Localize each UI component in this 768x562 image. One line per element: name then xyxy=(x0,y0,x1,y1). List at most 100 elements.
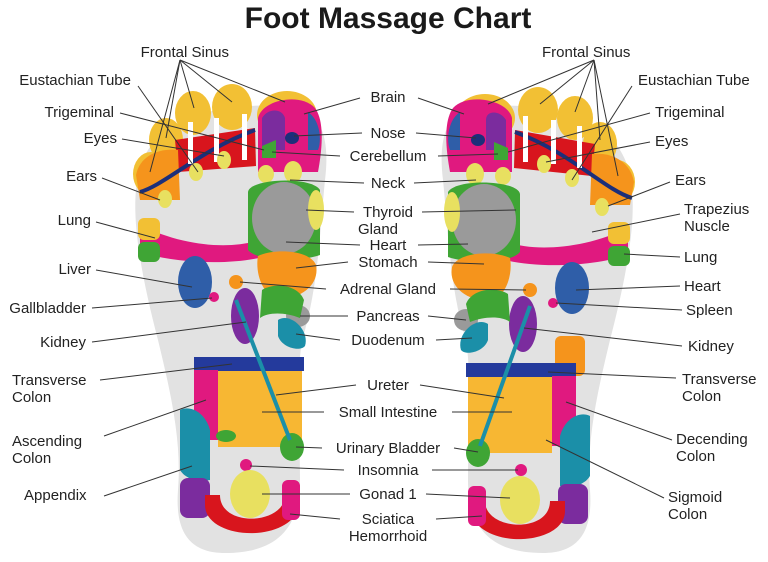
right-toe-cut-1 xyxy=(577,126,582,168)
left-toe-spot-4 xyxy=(258,165,274,183)
right-spleen xyxy=(548,298,558,308)
ln-c-sciatica-l xyxy=(289,513,341,520)
right-heart xyxy=(555,262,589,314)
label-thyroid-2: Gland xyxy=(358,221,398,238)
label-small-intestine: Small Intestine xyxy=(339,404,437,421)
left-kidney xyxy=(231,288,259,344)
ln-r-lung xyxy=(623,253,681,258)
label-r-trapezius-2: Nuscle xyxy=(684,218,730,235)
ln-c-neck-l xyxy=(289,179,365,184)
labels-right: Frontal Sinus Eustachian Tube Trigeminal… xyxy=(542,44,756,523)
labels-center: Brain Nose Cerebellum Neck Thyroid Gland… xyxy=(336,89,440,545)
label-l-ears: Ears xyxy=(66,168,97,185)
label-pancreas: Pancreas xyxy=(356,308,419,325)
label-urinary-bladder: Urinary Bladder xyxy=(336,440,440,457)
right-toe-3 xyxy=(557,96,593,140)
ln-r-frontal-5 xyxy=(487,59,595,105)
ln-c-adrenal-r xyxy=(449,288,527,291)
left-sciatica xyxy=(205,495,300,534)
left-heel-magenta xyxy=(282,480,300,520)
label-thyroid-1: Thyroid xyxy=(363,204,413,221)
right-toe-spot-5 xyxy=(466,163,484,185)
label-l-appendix: Appendix xyxy=(24,487,87,504)
page-title: Foot Massage Chart xyxy=(245,2,532,35)
left-toe-cut-3 xyxy=(242,114,247,160)
right-lung-green xyxy=(608,246,630,266)
ln-c-thyroid-l xyxy=(305,209,355,213)
ln-l-ears xyxy=(101,177,161,201)
label-l-eustachian-tube: Eustachian Tube xyxy=(19,72,131,89)
label-hemorrhoid: Hemorrhoid xyxy=(349,528,427,545)
label-r-frontal-sinus: Frontal Sinus xyxy=(542,44,630,61)
ln-r-trapezius xyxy=(591,213,681,233)
right-toe-spot-3 xyxy=(537,155,551,173)
ln-c-gonad-r xyxy=(425,493,511,499)
label-l-transverse-1: Transverse xyxy=(12,372,86,389)
left-outer-blue xyxy=(180,408,210,481)
left-foot xyxy=(133,84,327,553)
label-r-lung: Lung xyxy=(684,249,717,266)
right-pancreas-green xyxy=(466,289,510,322)
label-l-lung: Lung xyxy=(58,212,91,229)
ln-l-ascending xyxy=(103,399,207,437)
label-r-eustachian-tube: Eustachian Tube xyxy=(638,72,750,89)
left-cerebellum xyxy=(262,140,276,158)
right-ureter xyxy=(478,305,532,447)
ln-c-bladder-r xyxy=(453,447,479,453)
label-l-kidney: Kidney xyxy=(40,334,86,351)
label-l-liver: Liver xyxy=(58,261,91,278)
left-toe-spot-1 xyxy=(158,190,172,208)
right-sigmoid xyxy=(558,484,588,524)
ln-c-nose-l xyxy=(293,132,363,137)
ln-r-eustachian xyxy=(571,85,633,181)
ln-c-ureter-r xyxy=(419,384,505,399)
ln-r-spleen xyxy=(555,302,683,311)
ln-c-cereb-l xyxy=(271,151,341,157)
right-trapezius xyxy=(498,228,628,266)
ln-l-gallbladder xyxy=(91,297,213,309)
ln-r-sigmoid xyxy=(545,439,665,499)
label-r-ears: Ears xyxy=(675,172,706,189)
ln-c-brain-r xyxy=(417,97,465,115)
ln-c-insomnia-l xyxy=(249,465,345,471)
label-r-transverse-2: Colon xyxy=(682,388,721,405)
label-stomach: Stomach xyxy=(358,254,417,271)
right-stomach xyxy=(451,253,511,301)
label-neck: Neck xyxy=(371,175,406,192)
ln-c-pancreas-r xyxy=(427,315,467,321)
label-r-sigmoid-2: Colon xyxy=(668,506,707,523)
left-toe-3 xyxy=(175,91,211,135)
ln-r-eyes xyxy=(545,141,651,163)
left-thyroid-grey xyxy=(252,182,316,254)
right-nose-zone xyxy=(471,134,485,146)
right-sciatica xyxy=(470,501,565,540)
right-toe-cut-3 xyxy=(523,116,528,162)
ln-r-frontal-4 xyxy=(539,59,595,105)
ln-c-neck-r xyxy=(413,179,477,184)
ln-l-kidney xyxy=(91,321,247,343)
label-duodenum: Duodenum xyxy=(351,332,424,349)
label-r-transverse-1: Transverse xyxy=(682,371,756,388)
ln-l-eyes xyxy=(121,138,225,157)
label-sciatica: Sciatica xyxy=(362,511,415,528)
leader-lines xyxy=(91,59,683,520)
left-brain-zone-purple xyxy=(262,110,285,150)
ln-r-frontal-3 xyxy=(574,59,595,113)
right-heel-magenta xyxy=(468,486,486,526)
ln-r-trigeminal xyxy=(507,112,651,153)
right-brain-zone-purple xyxy=(486,112,506,150)
left-toe-spot-3 xyxy=(217,151,231,169)
label-r-trigeminal: Trigeminal xyxy=(655,104,724,121)
ln-l-frontal-1 xyxy=(149,59,181,173)
right-navy-line xyxy=(514,130,633,200)
ln-c-bladder-l xyxy=(295,446,323,449)
left-pancreas-green xyxy=(260,285,304,318)
ln-l-liver xyxy=(95,269,193,288)
left-lung-green xyxy=(138,242,160,262)
ln-c-brain-l xyxy=(303,97,361,115)
ln-r-frontal-1 xyxy=(593,59,619,177)
left-transverse-colon xyxy=(194,357,304,371)
ln-c-adrenal-l xyxy=(239,281,327,290)
